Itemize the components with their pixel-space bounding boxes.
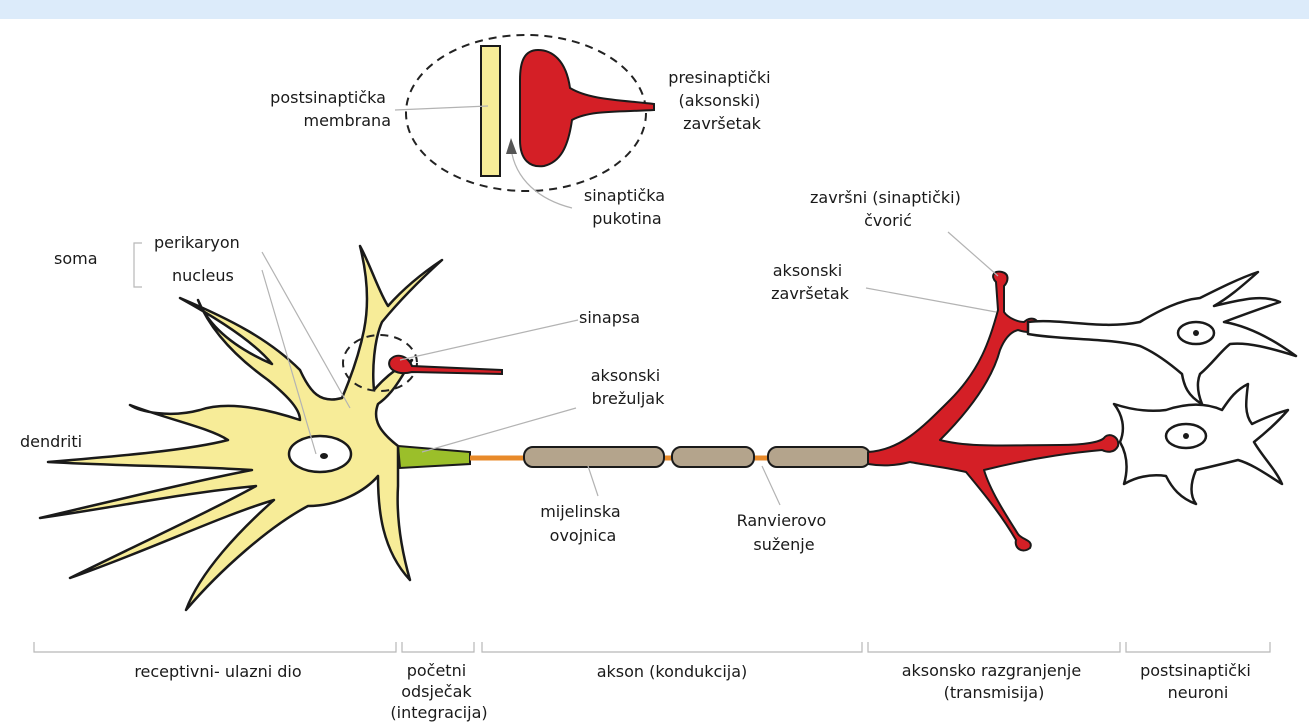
dendrites-label: dendriti: [20, 432, 82, 451]
axon-hillock-leader: [422, 408, 576, 452]
synaptic-cleft-label: sinaptička pukotina: [584, 186, 670, 228]
region-labels: receptivni- ulazni dio početni odsječak …: [134, 661, 1256, 722]
synapse-leader: [400, 320, 578, 360]
region-bracket-branching: [868, 642, 1120, 652]
synapse-detail-inset: [395, 35, 654, 208]
ranvier-leader: [762, 466, 780, 505]
axon-terminal-leader: [866, 288, 996, 312]
main-neuron: [40, 246, 1118, 610]
nucleus-label: nucleus: [172, 266, 234, 285]
axon-hillock-shape: [398, 446, 470, 468]
axon-hillock-label: aksonski brežuljak: [591, 366, 665, 408]
myelin-segment-3: [768, 447, 870, 467]
region-bracket-receptive: [34, 642, 396, 652]
cell-body-shape: [40, 246, 442, 610]
nucleolus-shape: [320, 453, 328, 459]
region-label-axon: akson (kondukcija): [597, 662, 748, 681]
region-brackets: [34, 642, 1270, 652]
myelin-segment-1: [524, 447, 664, 467]
postsynaptic-nucleolus-1: [1193, 330, 1199, 336]
postsynaptic-neurons: [1028, 272, 1296, 504]
terminal-button-label: završni (sinaptički) čvorić: [810, 188, 966, 230]
myelin-segment-2: [672, 447, 754, 467]
region-label-receptive: receptivni- ulazni dio: [134, 662, 301, 681]
region-label-initial: početni odsječak (integracija): [390, 661, 487, 722]
presynaptic-terminal-shape: [520, 50, 654, 166]
myelin-leader: [588, 466, 598, 496]
axon-terminal-branches: [868, 272, 1118, 551]
soma-bracket: [134, 243, 142, 287]
presynaptic-terminal-label: presinaptički (aksonski) završetak: [668, 68, 775, 133]
soma-label: soma: [54, 249, 98, 268]
region-label-branching: aksonsko razgranjenje (transmisija): [902, 661, 1087, 702]
postsynaptic-membrane-shape: [481, 46, 500, 176]
postsynaptic-nucleolus-2: [1183, 433, 1189, 439]
postsynaptic-membrane-leader: [395, 106, 488, 110]
node-of-ranvier-label: Ranvierovo suženje: [737, 511, 832, 554]
region-bracket-initial: [402, 642, 474, 652]
region-bracket-axon: [482, 642, 862, 652]
perikaryon-label: perikaryon: [154, 233, 240, 252]
postsynaptic-neuron-1: [1028, 272, 1296, 404]
myelin-sheath-label: mijelinska ovojnica: [540, 502, 626, 545]
postsynaptic-membrane-label: postsinaptička membrana: [270, 88, 391, 130]
terminal-button-leader: [948, 232, 998, 276]
cleft-arrowhead: [506, 138, 517, 154]
synapse-label: sinapsa: [579, 308, 640, 327]
region-label-postsynaptic: postsinaptički neuroni: [1140, 661, 1256, 702]
nucleus-shape: [289, 436, 351, 472]
region-bracket-postsynaptic: [1126, 642, 1270, 652]
axon-terminal-label: aksonski završetak: [771, 261, 850, 303]
